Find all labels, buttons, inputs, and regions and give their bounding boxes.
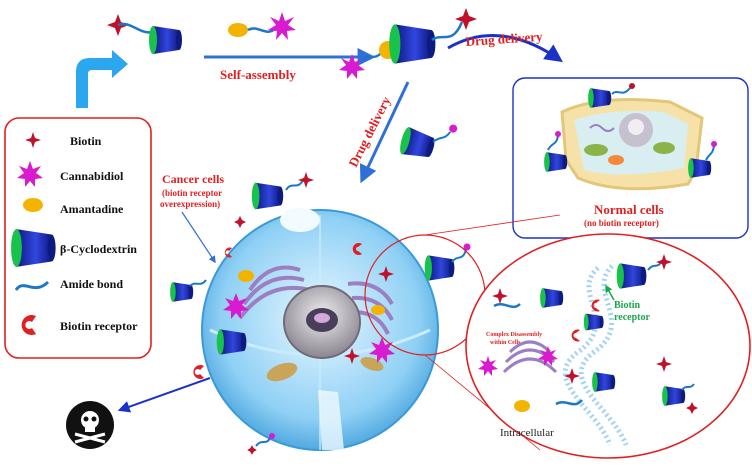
svg-text:Amide bond: Amide bond <box>60 277 123 291</box>
biotin-star-icon <box>25 132 41 148</box>
cancer-cup-top <box>251 182 284 210</box>
cancer-cup-right <box>424 255 455 281</box>
cancer-pointer <box>181 211 216 264</box>
complex-disassembly-label-1: Complex Disassembly <box>486 332 542 338</box>
legend-row-cyclodextrin: β-Cyclodextrin <box>11 229 137 267</box>
self-assembly-label: Self-assembly <box>220 67 296 82</box>
amantadine-oval-icon <box>23 198 43 212</box>
complex-assembled-top <box>339 8 477 79</box>
intracellular-label: Intracellular <box>500 427 554 439</box>
drug-delivery-label-right: Drug delivery <box>465 29 543 49</box>
normal-cup-3 <box>688 158 712 178</box>
cyclodextrin-cup-top <box>149 26 182 54</box>
svg-text:Cannabidiol: Cannabidiol <box>60 169 124 183</box>
death-arrow <box>117 377 211 413</box>
cancer-cell <box>201 208 439 451</box>
normal-cells-label: Normal cells <box>594 202 664 217</box>
amantadine-top <box>228 23 248 37</box>
cancer-cells-label: Cancer cells <box>162 172 224 186</box>
drug-delivery-arrow-right <box>447 34 563 63</box>
normal-cup-2 <box>544 152 568 172</box>
amide-bond-wave-icon <box>14 280 50 292</box>
cyclodextrin-cup-icon <box>11 229 56 267</box>
membrane-bilayer <box>562 264 629 446</box>
legend-row-amide: Amide bond <box>14 277 123 292</box>
biotin-receptor-label-1: Biotin <box>614 300 641 311</box>
cancer-small-biotin <box>234 216 246 228</box>
svg-text:Amantadine: Amantadine <box>60 202 124 216</box>
legend-row-biotin: Biotin <box>25 132 102 148</box>
complex-disassembly-label-2: within Cells <box>490 340 521 346</box>
svg-text:β-Cyclodextrin: β-Cyclodextrin <box>60 242 137 256</box>
drug-delivery-arrow-down <box>359 81 410 184</box>
bent-arrow <box>76 50 128 108</box>
legend-row-amantadine: Amantadine <box>23 198 124 216</box>
biotin-receptor-label-2: receptor <box>614 312 650 323</box>
amide-bond-top <box>117 22 153 34</box>
complex-midflight <box>397 124 458 162</box>
normal-cup-1 <box>588 88 612 108</box>
biotin-receptor-c-icon <box>21 315 36 336</box>
svg-text:Biotin: Biotin <box>70 134 102 148</box>
cannabidiol-top <box>268 12 296 40</box>
skull-crossbones-icon <box>66 401 114 449</box>
cancer-cells-sub1: (biotin receptor <box>162 188 222 198</box>
legend-row-receptor: Biotin receptor <box>21 315 138 336</box>
cannabidiol-burst-icon <box>17 161 43 187</box>
normal-cells-sublabel: (no biotin receptor) <box>584 218 659 228</box>
cancer-cells-sub2: overexpression) <box>160 199 220 209</box>
legend-row-cannabidiol: Cannabidiol <box>17 161 124 187</box>
drug-delivery-label-down: Drug delivery <box>345 94 394 170</box>
svg-text:Biotin receptor: Biotin receptor <box>60 319 138 333</box>
zoom-detail <box>465 233 751 459</box>
normal-cell-illustration <box>560 98 704 191</box>
